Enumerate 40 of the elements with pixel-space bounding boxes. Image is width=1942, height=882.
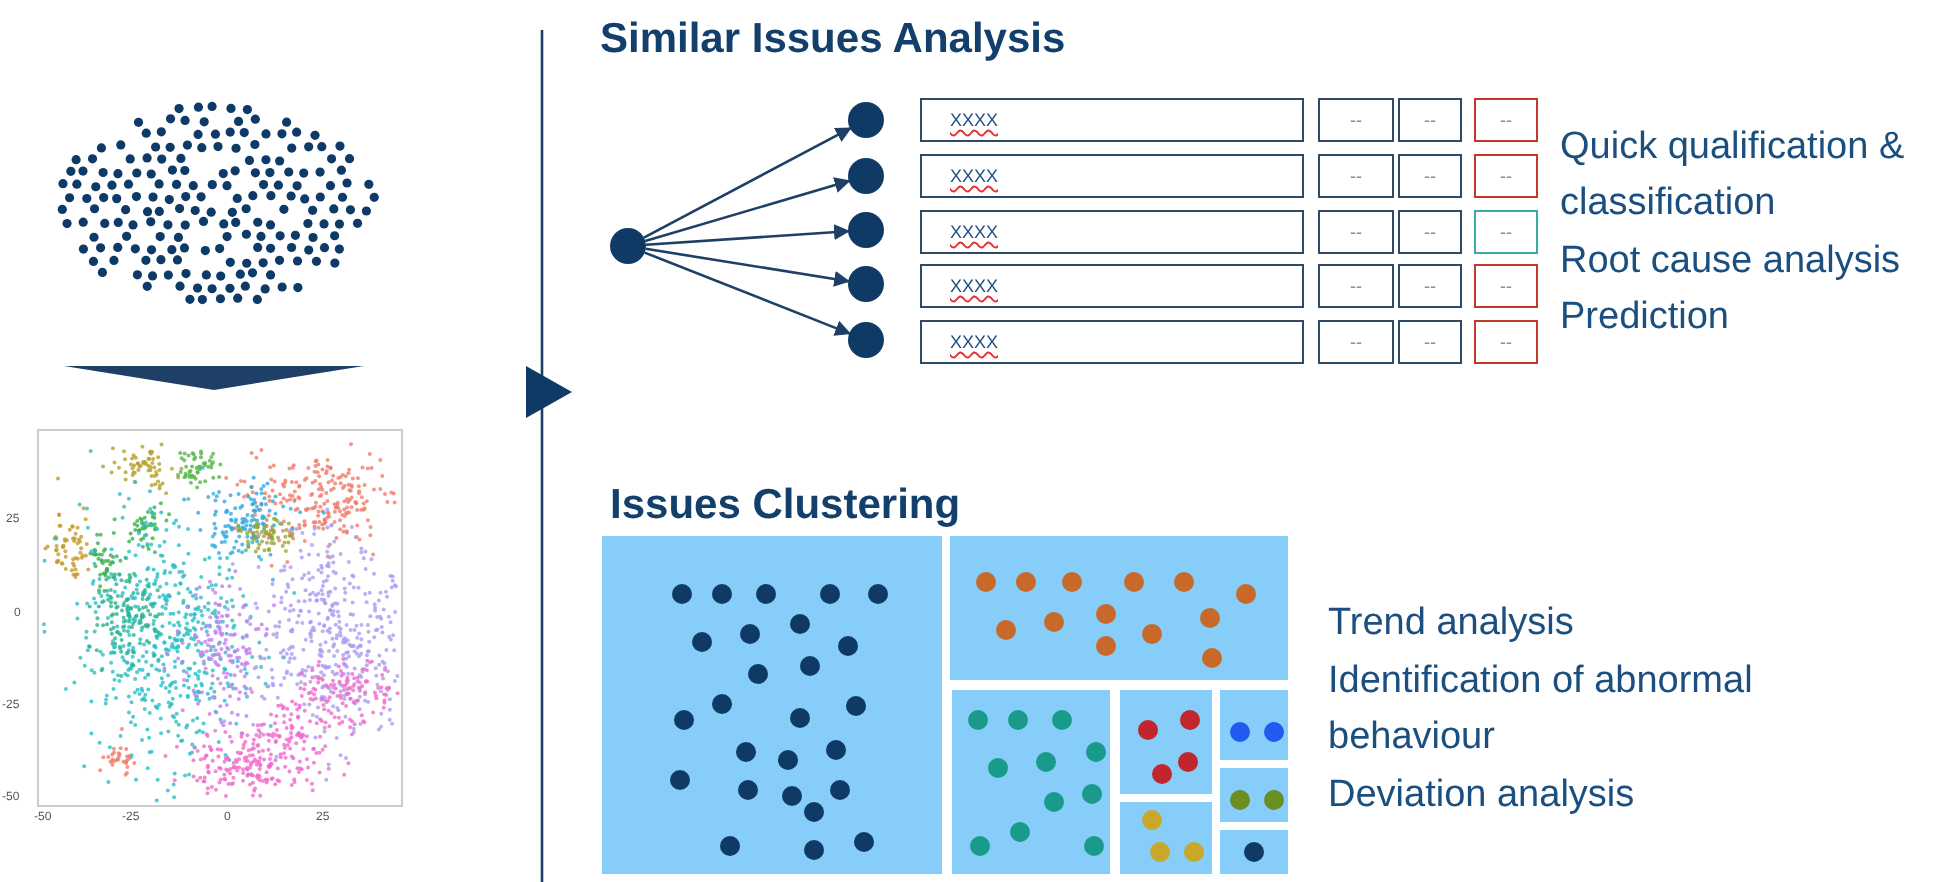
value-field: -- <box>1318 320 1394 364</box>
value-field: -- <box>1398 98 1462 142</box>
node-circle <box>848 158 884 194</box>
value-field: -- <box>1474 320 1538 364</box>
arrow <box>644 251 852 336</box>
value-field: -- <box>1318 98 1394 142</box>
arrow <box>644 177 851 243</box>
text-field: XXXX <box>920 210 1304 254</box>
text-field: XXXX <box>920 98 1304 142</box>
feature-text: Root cause analysis <box>1560 238 1903 286</box>
value-field: -- <box>1398 154 1462 198</box>
node-circle <box>610 228 646 264</box>
text-field: XXXX <box>920 154 1304 198</box>
value-field: -- <box>1474 154 1538 198</box>
value-field: -- <box>1318 154 1394 198</box>
text-field: XXXX <box>920 320 1304 364</box>
value-field: -- <box>1474 98 1538 142</box>
feature-text: Identification of abnormal behaviour <box>1328 658 1755 762</box>
feature-text: Trend analysis <box>1328 600 1576 648</box>
feature-text: Quick qualification & classification <box>1560 124 1907 228</box>
value-field: -- <box>1398 264 1462 308</box>
value-field: -- <box>1398 210 1462 254</box>
node-circle <box>848 322 884 358</box>
value-field: -- <box>1474 264 1538 308</box>
value-field: -- <box>1318 264 1394 308</box>
arrow <box>645 224 851 247</box>
value-field: -- <box>1474 210 1538 254</box>
chevron-arrow <box>64 366 364 390</box>
arrow <box>643 127 852 239</box>
feature-text: Prediction <box>1560 294 1731 342</box>
section-heading: Issues Clustering <box>610 482 961 530</box>
text-field: XXXX <box>920 264 1304 308</box>
value-field: -- <box>1318 210 1394 254</box>
node-circle <box>848 102 884 138</box>
node-circle <box>848 266 884 302</box>
value-field: -- <box>1398 320 1462 364</box>
arrow <box>645 247 851 287</box>
section-heading: Similar Issues Analysis <box>600 16 1066 64</box>
node-circle <box>848 212 884 248</box>
feature-text: Deviation analysis <box>1328 772 1637 820</box>
